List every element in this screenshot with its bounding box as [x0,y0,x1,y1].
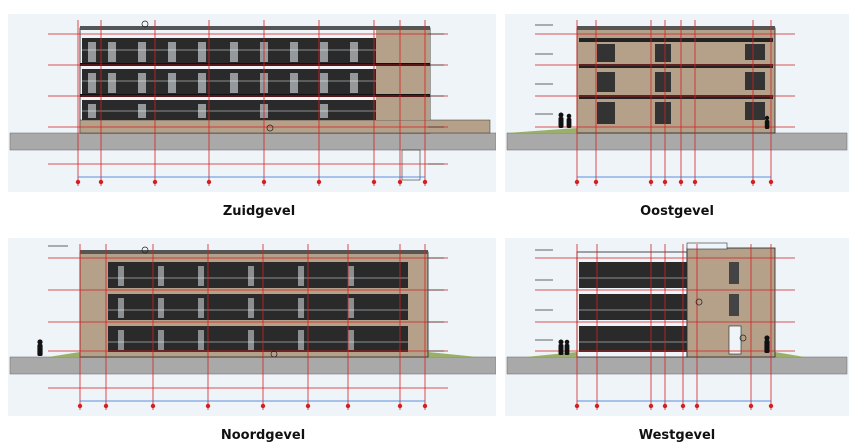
level-markers [535,249,553,341]
elevation-panel-oost [505,14,849,192]
elevation-panel-noord [8,238,496,416]
ground-strip [9,132,496,151]
basement-outline [401,149,421,181]
person-silhouette-icon [558,112,770,129]
axis-bubble-icon [141,246,278,358]
caption-noordgevel: Noordgevel [220,428,306,443]
grid-lines [535,244,795,410]
grid-lines [535,20,795,186]
caption-westgevel: Westgevel [638,428,716,443]
grid-lines [48,244,448,410]
entrance-door [728,325,742,355]
caption-zuidgevel: Zuidgevel [222,204,296,219]
roof-volume [686,242,728,250]
ground-strip [9,356,496,375]
grid-bubbles [75,179,428,185]
level-markers [48,245,444,352]
ground-strip [506,356,848,375]
person-silhouette-icon [37,339,43,356]
roof-edge [80,250,428,254]
oostgevel-drawing [506,20,848,186]
floor-levels [579,38,773,124]
axis-bubble-icon [141,20,274,132]
ground-strip [506,132,848,151]
plinth [79,119,491,134]
elevation-panel-zuid [8,14,496,192]
stair-core [376,28,430,120]
roof-edge [80,26,430,30]
caption-oostgevel: Oostgevel [640,204,714,219]
level-markers [535,24,553,115]
floor-levels [108,262,408,352]
westgevel-drawing [506,242,848,410]
zuidgevel-drawing [9,20,496,186]
noordgevel-drawing [9,244,496,410]
person-silhouette-icon [558,335,770,355]
grid-lines [48,20,448,186]
floor-levels [80,38,430,120]
roof-edge [577,26,775,30]
section-symbol-icon [695,298,747,342]
level-markers [428,33,444,165]
elevation-panel-west [505,238,849,416]
